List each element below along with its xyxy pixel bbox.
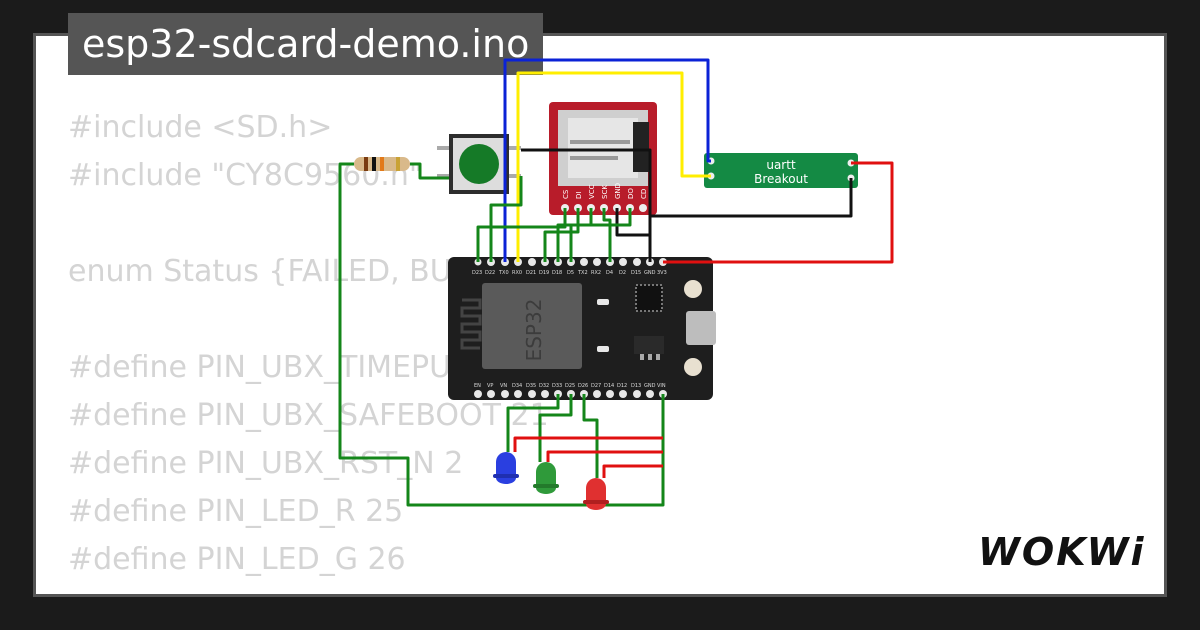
pin-label: TX0	[498, 270, 509, 276]
pin-label: D14	[604, 383, 614, 389]
pin-label: D12	[617, 383, 627, 389]
pin-label: GND	[644, 383, 656, 389]
pin-label: TX2	[577, 270, 588, 276]
pin-label: D5	[567, 270, 574, 276]
wokwi-logo-text: WOKWi	[978, 530, 1146, 574]
pin-label: RX2	[591, 270, 601, 276]
led-red	[583, 478, 609, 510]
pin-label: SCK	[601, 185, 609, 199]
pin-label: D23	[472, 270, 482, 276]
pin-label: GND	[614, 183, 622, 199]
push-button	[437, 134, 521, 194]
pin-label: D19	[539, 270, 549, 276]
sd-card-module: CS DI VCC SCK GND DO CD	[549, 102, 657, 215]
smd-part-icon	[597, 346, 609, 352]
wire-red	[546, 450, 663, 462]
wire-green	[506, 394, 560, 452]
code-line: enum Status {FAILED, BUSY,	[68, 254, 499, 289]
pin-label: 3V3	[657, 270, 667, 276]
wire-black	[615, 208, 652, 262]
sd-pin-labels: CS DI VCC SCK GND DO CD	[562, 183, 648, 199]
pin-label: D25	[565, 383, 575, 389]
wire-green	[489, 176, 523, 262]
wire-blue	[503, 58, 711, 262]
pin-label: RX0	[512, 270, 522, 276]
code-line: #define PIN_LED_B 27	[68, 584, 549, 594]
uart-label-line2: Breakout	[754, 172, 808, 186]
usb-port-icon	[686, 311, 716, 345]
wire-green	[556, 208, 593, 262]
code-line: #define PIN_LED_R 25	[68, 494, 404, 529]
pin-label: VIN	[657, 383, 666, 389]
code-preview: #include <SD.h>#include "CY8C9560.h"enum…	[68, 104, 549, 594]
code-line: #define PIN_UBX_RST_N 2	[68, 446, 464, 481]
pin-label: DI	[575, 192, 583, 199]
wire-red	[602, 464, 663, 478]
wire-green	[569, 208, 632, 262]
project-title: esp32-sdcard-demo.ino	[68, 13, 544, 75]
led-green	[533, 462, 559, 494]
pin-label: D35	[526, 383, 536, 389]
boot-button-icon	[684, 280, 702, 298]
pin-label: D32	[539, 383, 549, 389]
uart-label-line1: uartt	[766, 158, 796, 172]
esp32-module: ESP32	[455, 283, 582, 369]
pin-label: D26	[578, 383, 588, 389]
wire-green	[543, 208, 580, 262]
wire-red	[513, 436, 663, 452]
wire-green	[582, 394, 599, 478]
pin-label: D33	[552, 383, 562, 389]
pin-label: D2	[619, 270, 626, 276]
wire-green	[602, 208, 612, 262]
pin-label: DO	[627, 188, 635, 199]
wokwi-logo: WOKWi	[978, 530, 1146, 574]
smd-part-icon	[597, 299, 609, 305]
pin-label: VCC	[588, 184, 596, 199]
pin-label: D34	[512, 383, 522, 389]
pin-label: VP	[487, 383, 493, 389]
button-cap-icon	[459, 144, 499, 184]
usb-chip-icon	[635, 284, 663, 312]
pin-label: EN	[474, 383, 481, 389]
esp32-chip-label: ESP32	[522, 299, 546, 362]
pin-label: D22	[485, 270, 495, 276]
regulator-icon	[634, 336, 664, 354]
pin-label: CS	[562, 189, 570, 199]
wire-red	[663, 161, 894, 264]
wire-green	[410, 162, 449, 180]
pin-label: D13	[631, 383, 641, 389]
wire-green	[476, 208, 567, 262]
pin-label: GND	[644, 270, 656, 276]
led-blue	[493, 452, 519, 484]
pin-label: CD	[640, 189, 648, 199]
wire-yellow	[516, 71, 711, 262]
uart-breakout: uartt Breakout	[704, 153, 858, 188]
pin-label: D21	[526, 270, 536, 276]
pin-label: D15	[631, 270, 641, 276]
pin-label: D4	[606, 270, 613, 276]
wire-green	[338, 162, 665, 507]
code-line: #define PIN_LED_G 26	[68, 542, 406, 577]
code-line: #define PIN_UBX_SAFEBOOT 21	[68, 398, 549, 433]
wires	[338, 58, 894, 507]
reset-button-icon	[684, 358, 702, 376]
wire-black	[521, 148, 652, 262]
pin-label: D27	[591, 383, 601, 389]
pin-label: D18	[552, 270, 562, 276]
pin-label: VN	[500, 383, 507, 389]
code-line: #include <SD.h>	[68, 110, 333, 145]
wire-black	[648, 178, 853, 262]
